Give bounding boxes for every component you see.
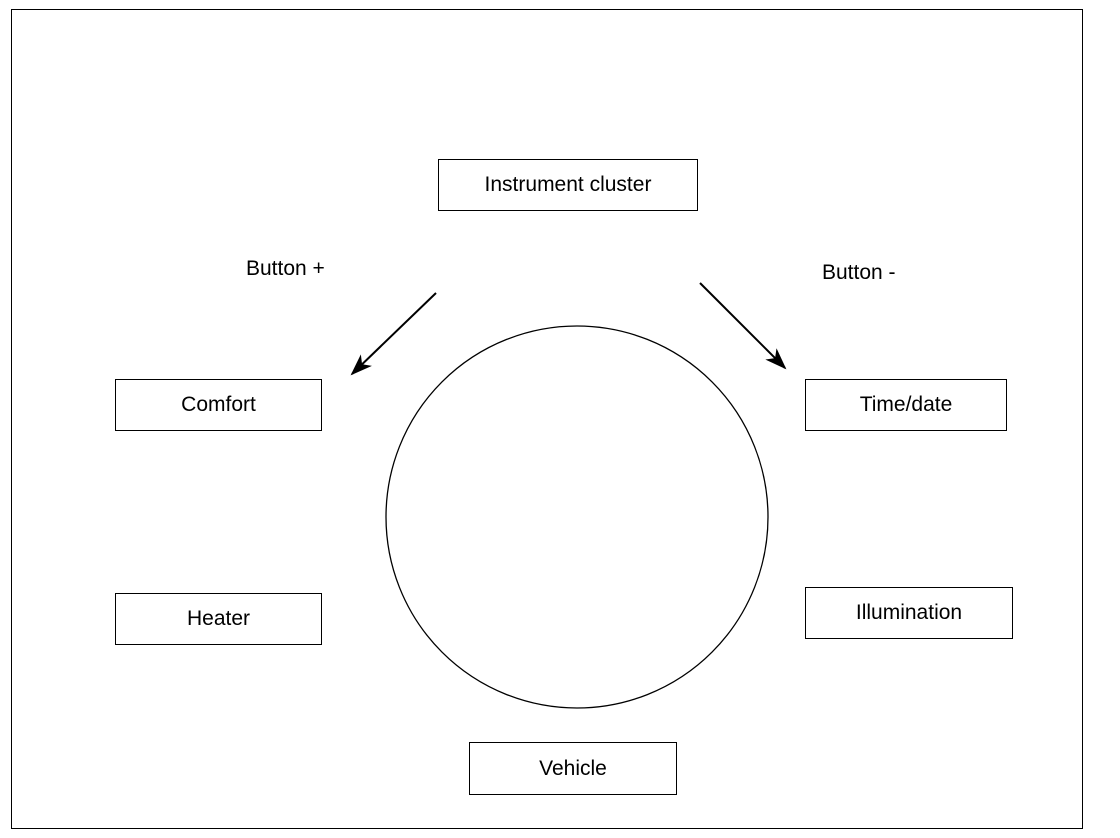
time-date-node: Time/date [805, 379, 1007, 431]
vehicle-node: Vehicle [469, 742, 677, 795]
illumination-node: Illumination [805, 587, 1013, 639]
button-minus-label: Button - [822, 261, 896, 284]
heater-node: Heater [115, 593, 322, 645]
button-minus-arrow [699, 282, 787, 370]
button-plus-label: Button + [246, 257, 325, 280]
instrument-cluster-node: Instrument cluster [438, 159, 698, 211]
comfort-node: Comfort [115, 379, 322, 431]
diagram-frame [11, 9, 1083, 829]
cycle-circle [385, 325, 769, 709]
button-plus-arrow [350, 292, 437, 376]
